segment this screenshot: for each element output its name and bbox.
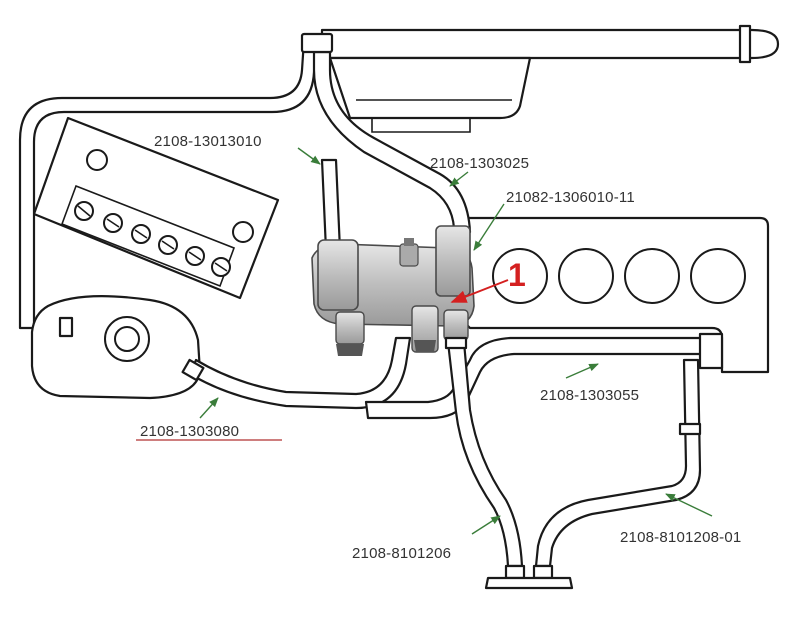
leader-c7 — [665, 493, 713, 517]
leader-c5 — [199, 397, 219, 419]
cylinder-4 — [690, 248, 746, 304]
leader-lines — [199, 147, 713, 535]
callout-label: 2108-8101208-01 — [620, 529, 741, 546]
marker-number: 1 — [508, 257, 526, 293]
thermostat-valve — [311, 225, 475, 356]
callout-label: 2108-1303080 — [140, 423, 239, 440]
leader-c6 — [471, 515, 501, 535]
panel-hole-left — [86, 149, 108, 171]
callout-label: 21082-1306010-11 — [506, 189, 635, 206]
leader-c1 — [297, 147, 321, 165]
leader-c2 — [449, 171, 469, 187]
callout-label: 2108-8101206 — [352, 545, 451, 562]
cylinder-3 — [624, 248, 680, 304]
expansion-tank — [30, 295, 202, 400]
callout-label: 2108-13013010 — [154, 133, 262, 150]
engine-block — [460, 216, 770, 374]
callout-label: 2108-1303025 — [430, 155, 529, 172]
leader-c4 — [565, 363, 599, 379]
bypass-hose — [320, 158, 342, 252]
panel-hole-right — [232, 221, 254, 243]
tank-hose — [181, 336, 412, 410]
radiator-tube — [320, 24, 780, 133]
leader-c3 — [473, 203, 505, 251]
cylinder-1 — [492, 248, 548, 304]
heater-panel — [32, 116, 280, 300]
callout-label: 2108-1303055 — [540, 387, 639, 404]
marker-arrow — [450, 279, 509, 303]
heater-core-pipes — [484, 564, 574, 590]
callout-labels: 2108-13013010 2108-1303025 21082-1306010… — [136, 133, 741, 562]
heater-supply-hose — [444, 336, 524, 568]
tank-cap-inner — [114, 326, 140, 352]
cylinder-2 — [558, 248, 614, 304]
